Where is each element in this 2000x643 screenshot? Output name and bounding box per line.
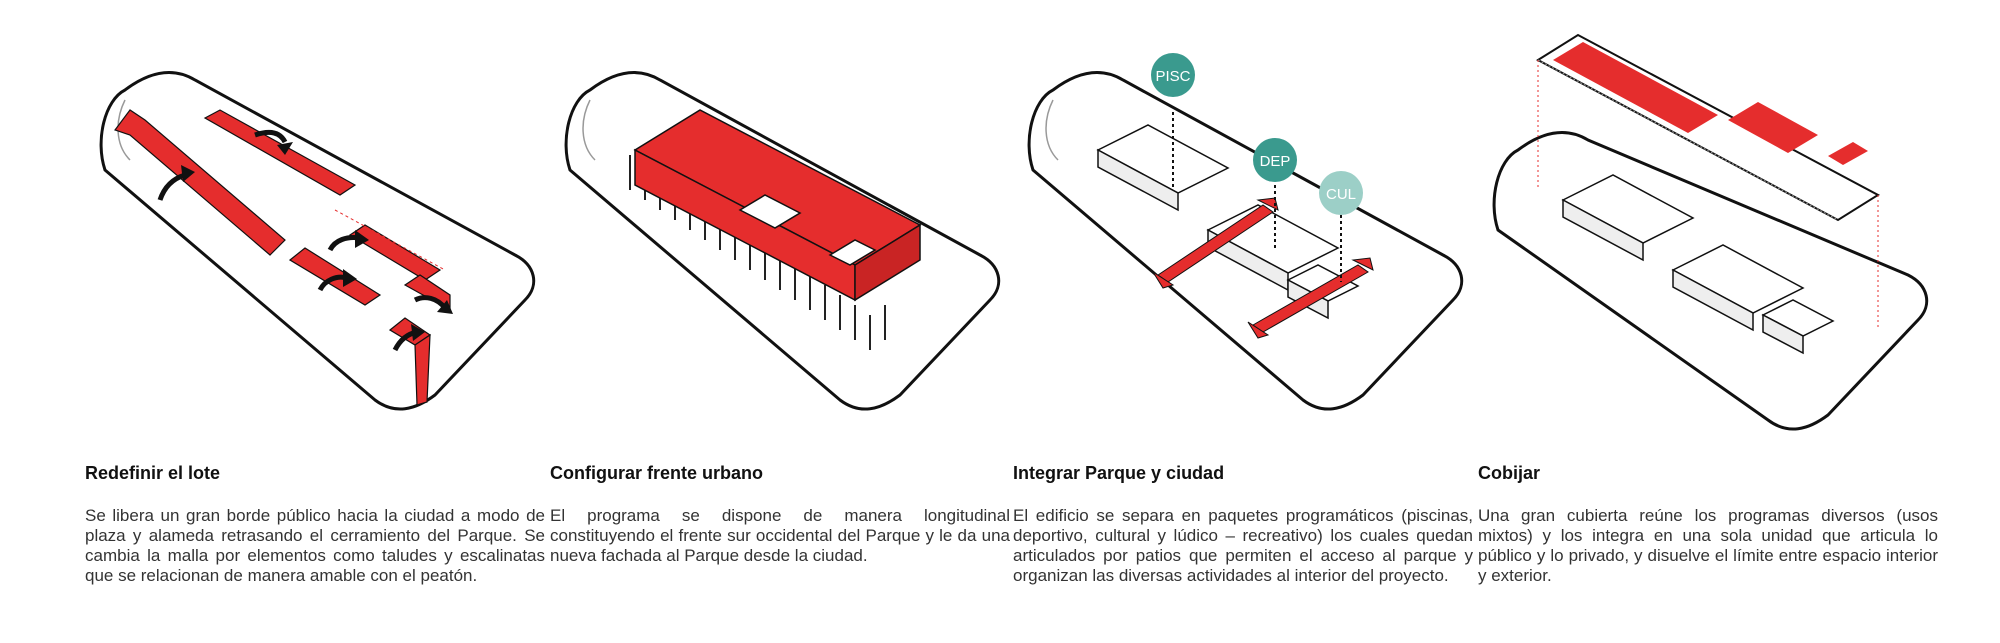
- caption-2: Configurar frente urbano El programa se …: [550, 463, 1010, 566]
- caption-4: Cobijar Una gran cubierta reúne los prog…: [1478, 463, 1938, 586]
- site-diagram-2: [564, 71, 1001, 411]
- panel-cobijar: Cobijar Una gran cubierta reúne los prog…: [1478, 0, 1948, 643]
- panel-title: Configurar frente urbano: [550, 463, 764, 483]
- site-diagram-3: PISC DEP CUL: [1027, 53, 1464, 411]
- bubble-pisc-label: PISC: [1155, 68, 1190, 85]
- panel-title: Redefinir el lote: [85, 463, 221, 483]
- panel-integrar-parque: PISC DEP CUL Integrar Parque y ciudad El…: [1013, 0, 1483, 643]
- caption-3: Integrar Parque y ciudad El edificio se …: [1013, 463, 1473, 586]
- bubble-cul: CUL: [1319, 171, 1363, 215]
- panel-body: Una gran cubierta reúne los programas di…: [1478, 506, 1938, 585]
- bubble-cul-label: CUL: [1326, 186, 1356, 203]
- panel-title: Integrar Parque y ciudad: [1013, 463, 1225, 483]
- panel-body: El programa se dispone de manera longitu…: [550, 506, 1010, 565]
- caption-1: Redefinir el lote Se libera un gran bord…: [85, 463, 545, 586]
- site-diagram-1: [99, 71, 536, 411]
- panel-body: Se libera un gran borde público hacia la…: [85, 506, 545, 585]
- bubble-pisc: PISC: [1151, 53, 1195, 97]
- bubble-dep: DEP: [1253, 138, 1297, 182]
- site-diagram-4: [1492, 33, 1929, 431]
- panel-title: Cobijar: [1478, 463, 1541, 483]
- panel-redefinir-lote: Redefinir el lote Se libera un gran bord…: [85, 0, 555, 643]
- panel-frente-urbano: Configurar frente urbano El programa se …: [550, 0, 1020, 643]
- panel-body: El edificio se separa en paquetes progra…: [1013, 506, 1473, 585]
- bubble-dep-label: DEP: [1260, 153, 1291, 170]
